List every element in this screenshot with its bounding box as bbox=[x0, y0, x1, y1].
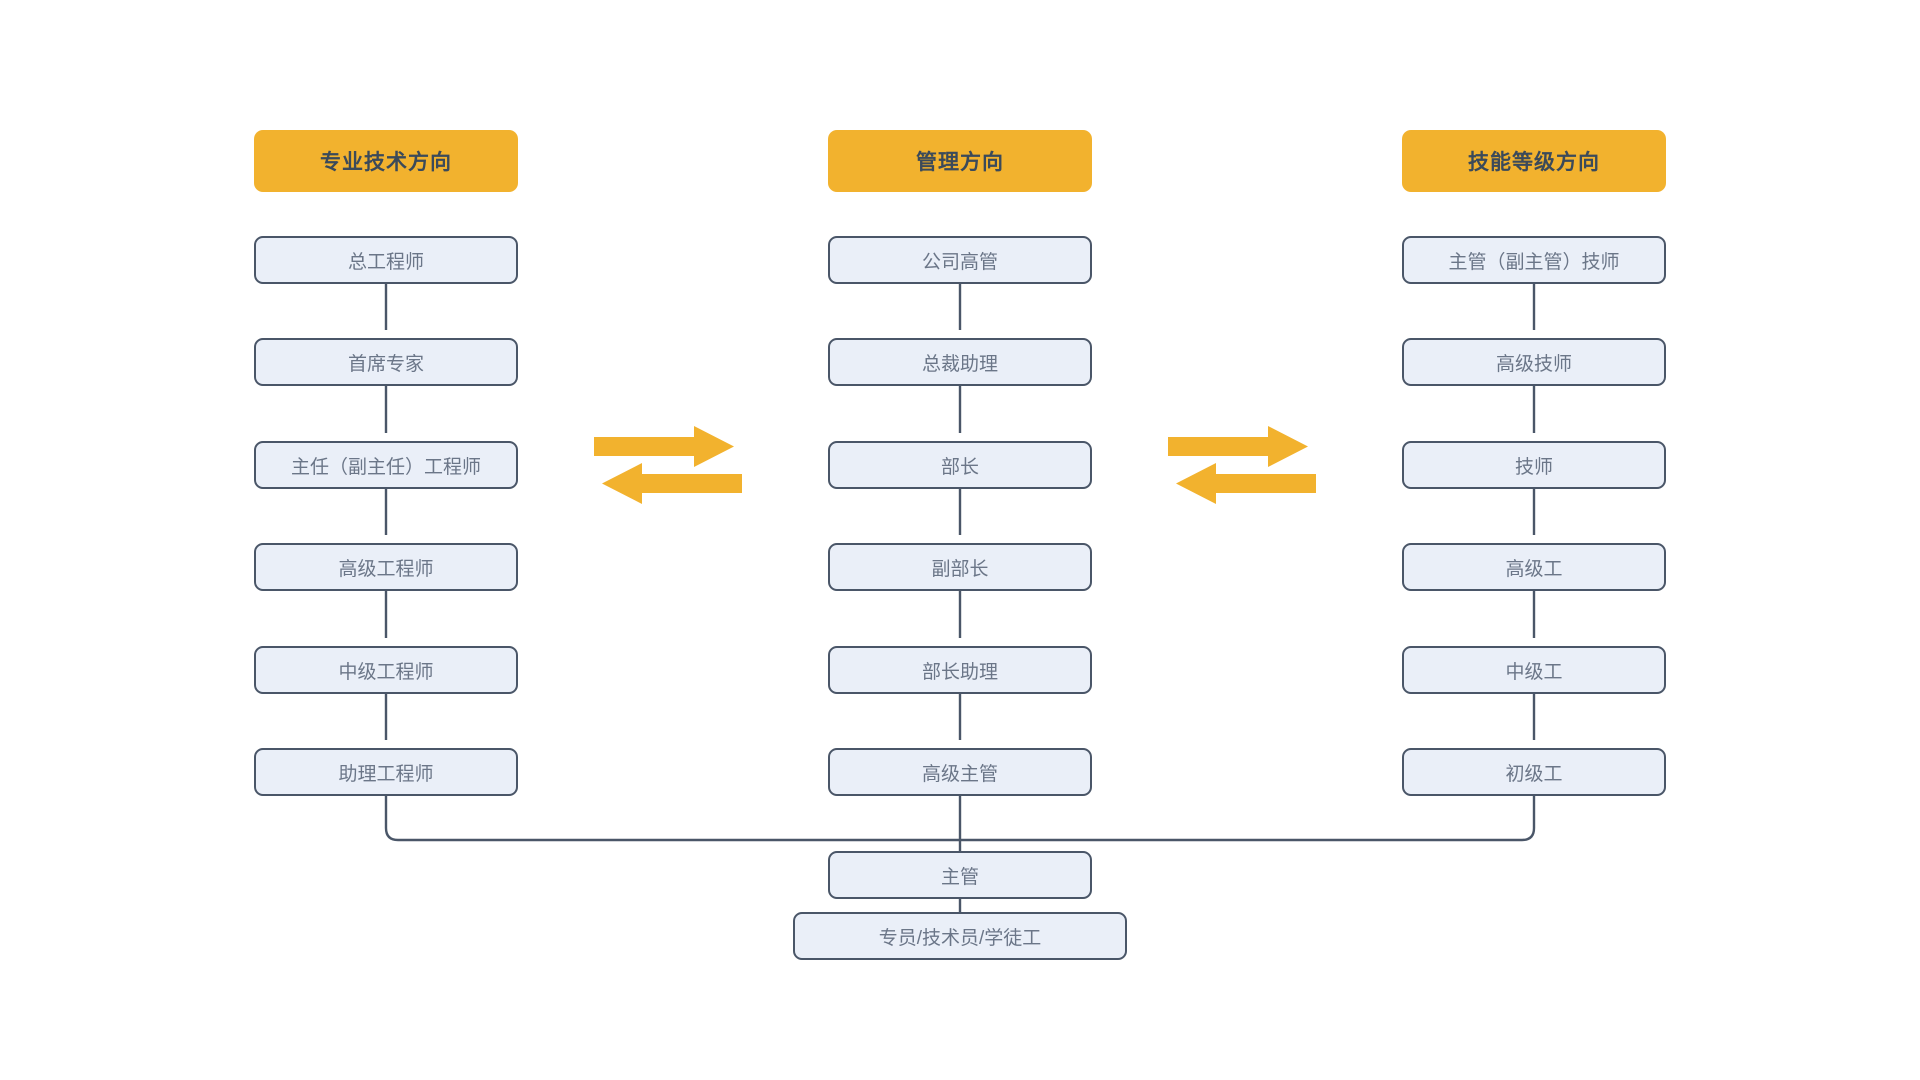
node-management-5[interactable]: 高级主管 bbox=[828, 748, 1092, 796]
column-header-label: 管理方向 bbox=[916, 151, 1004, 174]
node-management-1[interactable]: 总裁助理 bbox=[828, 338, 1092, 386]
node-label: 首席专家 bbox=[347, 353, 424, 375]
node-label: 总裁助理 bbox=[921, 353, 998, 375]
node-skill-1[interactable]: 高级技师 bbox=[1402, 338, 1666, 386]
node-label: 主任（副主任）工程师 bbox=[290, 456, 481, 478]
node-skill-3[interactable]: 高级工 bbox=[1402, 543, 1666, 591]
bidirectional-arrow-icon-right bbox=[1168, 426, 1316, 504]
node-label: 专员/技术员/学徒工 bbox=[878, 927, 1042, 949]
node-label: 高级主管 bbox=[921, 763, 998, 785]
node-management-3[interactable]: 副部长 bbox=[828, 543, 1092, 591]
node-technical-1[interactable]: 首席专家 bbox=[254, 338, 518, 386]
node-skill-0[interactable]: 主管（副主管）技师 bbox=[1402, 236, 1666, 284]
node-label: 副部长 bbox=[931, 558, 989, 580]
node-management-4[interactable]: 部长助理 bbox=[828, 646, 1092, 694]
node-label: 部长助理 bbox=[921, 661, 998, 683]
node-label: 主管 bbox=[940, 866, 979, 888]
column-header-label: 专业技术方向 bbox=[320, 151, 452, 174]
node-technical-3[interactable]: 高级工程师 bbox=[254, 543, 518, 591]
node-base-entry-level[interactable]: 专员/技术员/学徒工 bbox=[793, 912, 1127, 960]
node-technical-5[interactable]: 助理工程师 bbox=[254, 748, 518, 796]
column-header-management: 管理方向 bbox=[828, 130, 1092, 192]
node-technical-4[interactable]: 中级工程师 bbox=[254, 646, 518, 694]
column-header-technical: 专业技术方向 bbox=[254, 130, 518, 192]
column-header-skill: 技能等级方向 bbox=[1402, 130, 1666, 192]
node-label: 主管（副主管）技师 bbox=[1448, 251, 1620, 273]
node-label: 高级工 bbox=[1505, 558, 1563, 580]
node-management-0[interactable]: 公司高管 bbox=[828, 236, 1092, 284]
node-label: 部长 bbox=[940, 456, 979, 478]
node-technical-2[interactable]: 主任（副主任）工程师 bbox=[254, 441, 518, 489]
node-technical-0[interactable]: 总工程师 bbox=[254, 236, 518, 284]
node-label: 中级工程师 bbox=[338, 661, 434, 683]
node-label: 技师 bbox=[1514, 456, 1553, 478]
node-skill-2[interactable]: 技师 bbox=[1402, 441, 1666, 489]
node-skill-5[interactable]: 初级工 bbox=[1402, 748, 1666, 796]
node-label: 助理工程师 bbox=[338, 763, 434, 785]
node-label: 中级工 bbox=[1505, 661, 1563, 683]
node-label: 高级技师 bbox=[1495, 353, 1572, 375]
node-label: 公司高管 bbox=[921, 251, 998, 273]
column-header-label: 技能等级方向 bbox=[1468, 151, 1600, 174]
node-label: 初级工 bbox=[1505, 763, 1563, 785]
node-management-6[interactable]: 主管 bbox=[828, 851, 1092, 899]
node-skill-4[interactable]: 中级工 bbox=[1402, 646, 1666, 694]
node-management-2[interactable]: 部长 bbox=[828, 441, 1092, 489]
bidirectional-arrow-icon-left bbox=[594, 426, 742, 504]
node-label: 高级工程师 bbox=[338, 558, 434, 580]
node-label: 总工程师 bbox=[347, 251, 424, 273]
